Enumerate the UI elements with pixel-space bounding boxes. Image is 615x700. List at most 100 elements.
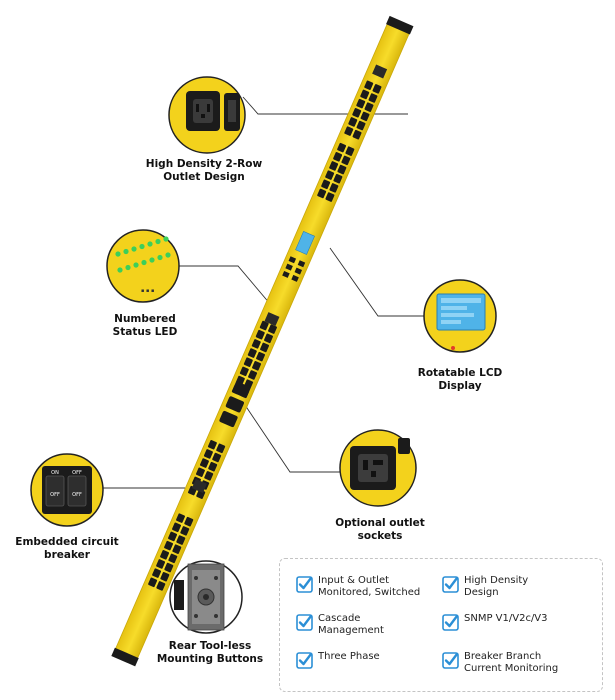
pdu-outlet-17	[337, 164, 347, 175]
connector-outlet-design	[242, 96, 408, 115]
status-led-dot	[141, 259, 147, 266]
label-mounting-buttons: Rear Tool-less Mounting Buttons	[156, 640, 264, 665]
pdu-outlet-66	[148, 577, 158, 588]
feature-text: SNMP V1/V2c/V3	[464, 613, 548, 624]
breaker-off-label-3: OFF	[72, 492, 82, 498]
pdu-breaker-low	[191, 479, 207, 493]
pdu-outlet-33	[252, 361, 262, 371]
breaker-on-label-1: ON	[51, 470, 59, 476]
status-led-dot	[131, 246, 137, 252]
feature-text: Cascade Management	[318, 613, 384, 636]
pdu-outlet-16	[329, 161, 339, 171]
pdu-outlet-22	[317, 188, 327, 199]
pdu-outlet-9	[356, 120, 366, 131]
pdu-outlet-54	[172, 522, 182, 533]
checkbox-checked-icon	[296, 576, 313, 593]
status-led-dot	[157, 254, 163, 261]
pdu-outlet-2	[360, 89, 370, 100]
pdu-outlet-1	[372, 84, 382, 94]
pdu-outlet-62	[156, 559, 166, 569]
pdu-outlet-10	[344, 126, 354, 136]
pdu-outlet-23	[325, 192, 335, 202]
status-led-dot	[117, 267, 123, 273]
top-bracket	[386, 15, 414, 35]
pdu-outlet-43	[212, 452, 222, 463]
pdu-outlet-64	[152, 568, 162, 578]
pdu-outlet-32	[243, 357, 253, 367]
pdu-large-socket-2	[219, 410, 238, 428]
feature-item: Breaker Branch Current Monitoring	[442, 651, 558, 675]
pdu-outlet-26	[255, 329, 265, 340]
pdu-outlet-35	[248, 370, 258, 380]
pdu-strip	[111, 15, 414, 667]
status-led-dot	[125, 264, 131, 271]
pdu-breaker-top	[372, 64, 388, 79]
pdu-outlet-67	[156, 581, 166, 591]
pdu-network-ports	[282, 256, 306, 282]
pdu-outlet-59	[172, 544, 182, 554]
feature-text: Three Phase	[318, 651, 380, 662]
callout-mounting-circle	[169, 560, 243, 634]
callout-sockets-circle	[339, 429, 417, 507]
pdu-outlet-27	[264, 333, 274, 344]
checkbox-checked-icon	[296, 652, 313, 669]
pdu-outlet-8	[348, 117, 358, 127]
pdu-outlet-29	[260, 342, 270, 353]
pdu-outlet-4	[356, 98, 366, 109]
pdu-outlet-12	[337, 142, 347, 153]
pdu-lcd	[295, 230, 315, 255]
pdu-outlet-21	[329, 183, 339, 193]
pdu-outlet-61	[168, 553, 178, 564]
pdu-outlet-60	[160, 550, 170, 560]
pdu-outlet-58	[164, 540, 174, 551]
pdu-outlet-31	[256, 351, 266, 362]
feature-item: Input & Outlet Monitored, Switched	[296, 575, 420, 599]
pdu-outlet-14	[333, 152, 343, 162]
status-led-dot	[155, 238, 161, 245]
connector-sockets	[244, 404, 340, 473]
status-led-dot	[139, 243, 145, 250]
status-led-dot	[163, 236, 169, 242]
pdu-outlet-65	[160, 571, 170, 582]
feature-item: Three Phase	[296, 651, 380, 669]
checkbox-checked-icon	[442, 576, 459, 593]
callout-outlet-design-circle	[168, 76, 246, 154]
feature-item: Cascade Management	[296, 613, 384, 637]
pdu-outlet-55	[180, 526, 190, 536]
callout-status-led-circle: ▪ ▪ ▪	[106, 229, 180, 303]
status-led-dot	[133, 262, 139, 268]
pdu-outlet-47	[204, 471, 214, 481]
status-led-dot	[165, 252, 171, 258]
pdu-outlet-45	[208, 461, 218, 472]
bottom-bracket	[111, 647, 139, 667]
pdu-outlet-30	[247, 348, 257, 358]
pdu-outlet-24	[259, 320, 269, 331]
pdu-outlet-46	[195, 467, 205, 478]
pdu-outlet-63	[164, 562, 174, 573]
pdu-outlet-5	[364, 102, 374, 112]
checkbox-checked-icon	[296, 614, 313, 631]
pdu-outlet-41	[216, 443, 226, 454]
pdu-outlet-53	[184, 516, 194, 527]
pdu-outlet-56	[168, 531, 178, 542]
status-led-dot	[149, 257, 155, 263]
pdu-outlet-13	[345, 146, 355, 156]
callout-lcd-circle	[423, 279, 497, 353]
pdu-outlet-0	[364, 80, 374, 91]
label-lcd-display: Rotatable LCD Display	[417, 367, 503, 392]
label-outlet-design: High Density 2-Row Outlet Design	[145, 158, 263, 183]
pdu-outlet-34	[239, 366, 249, 377]
svg-text:▪ ▪ ▪: ▪ ▪ ▪	[141, 288, 154, 294]
pdu-outlet-42	[203, 449, 213, 459]
pdu-outlet-15	[341, 155, 351, 166]
callout-breaker-circle: ON OFF OFF OFF	[30, 453, 104, 527]
pdu-outlet-19	[333, 173, 343, 184]
feature-text: Input & Outlet Monitored, Switched	[318, 575, 421, 598]
pdu-outlet-20	[321, 179, 331, 190]
pdu-outlet-40	[207, 440, 217, 450]
status-led-dot	[123, 248, 129, 255]
feature-item: High Density Design	[442, 575, 528, 599]
breaker-off-label-2: OFF	[72, 470, 82, 476]
pdu-outlet-28	[251, 339, 261, 349]
